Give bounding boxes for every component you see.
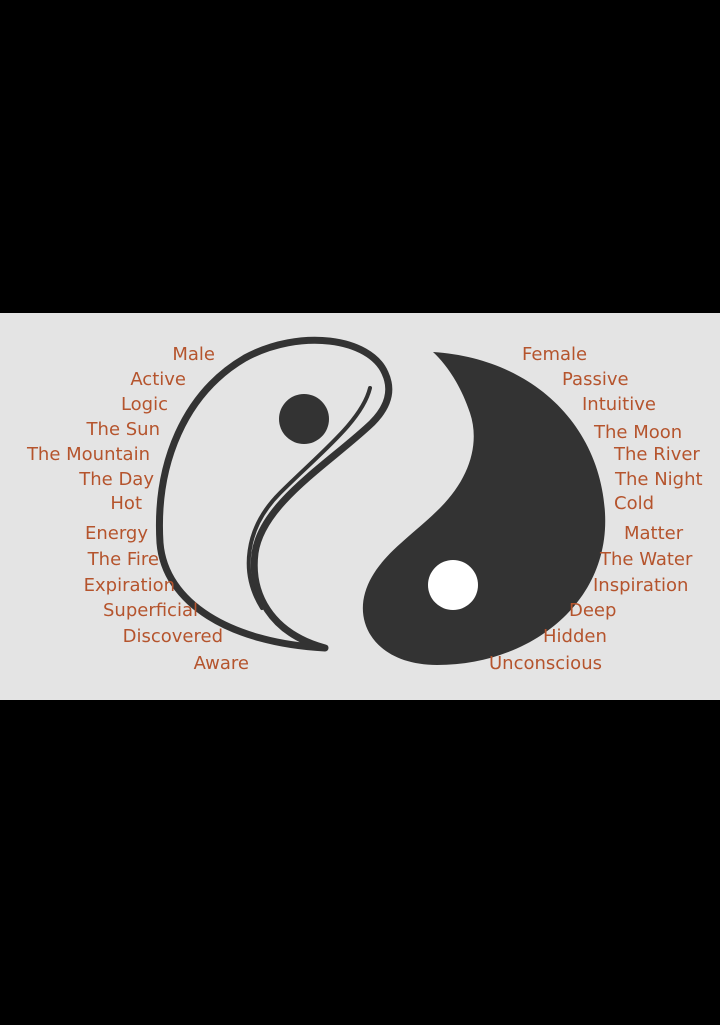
yin-label: Matter: [624, 523, 684, 544]
yang-label: Logic: [120, 394, 168, 415]
light-dot: [428, 560, 478, 610]
yin-label: Hidden: [543, 626, 607, 647]
yin-label: Unconscious: [489, 653, 602, 674]
yin-half: [362, 352, 606, 665]
yang-label: The Day: [79, 469, 154, 490]
yang-label: The Fire: [87, 549, 159, 570]
yin-yang-symbol: [155, 336, 606, 665]
yin-label: Intuitive: [582, 394, 656, 415]
yin-label: Deep: [569, 600, 617, 621]
yang-label: Expiration: [83, 575, 175, 596]
yin-label: The Water: [600, 549, 693, 570]
yin-label: Cold: [614, 493, 655, 514]
yang-label: Active: [130, 369, 186, 390]
diagram-panel: Male Active Logic The Sun The Mountain T…: [0, 313, 720, 700]
yang-label: Energy: [84, 523, 148, 544]
yin-label: The River: [614, 444, 700, 465]
dark-dot: [279, 394, 329, 444]
yang-label: Male: [172, 344, 215, 365]
yang-label: Hot: [110, 493, 142, 514]
yang-label: The Sun: [86, 419, 160, 440]
yang-outline: [155, 336, 393, 652]
yang-label: Superficial: [102, 600, 198, 621]
yin-label: The Night: [615, 469, 703, 490]
yin-label: Female: [522, 344, 588, 365]
yang-label: Discovered: [122, 626, 223, 647]
yin-label: The Moon: [594, 422, 683, 443]
yin-label: Inspiration: [593, 575, 689, 596]
yang-label: Aware: [193, 653, 249, 674]
yang-inner-curve: [246, 386, 372, 610]
yin-label: Passive: [562, 369, 629, 390]
yang-label: The Mountain: [26, 444, 150, 465]
